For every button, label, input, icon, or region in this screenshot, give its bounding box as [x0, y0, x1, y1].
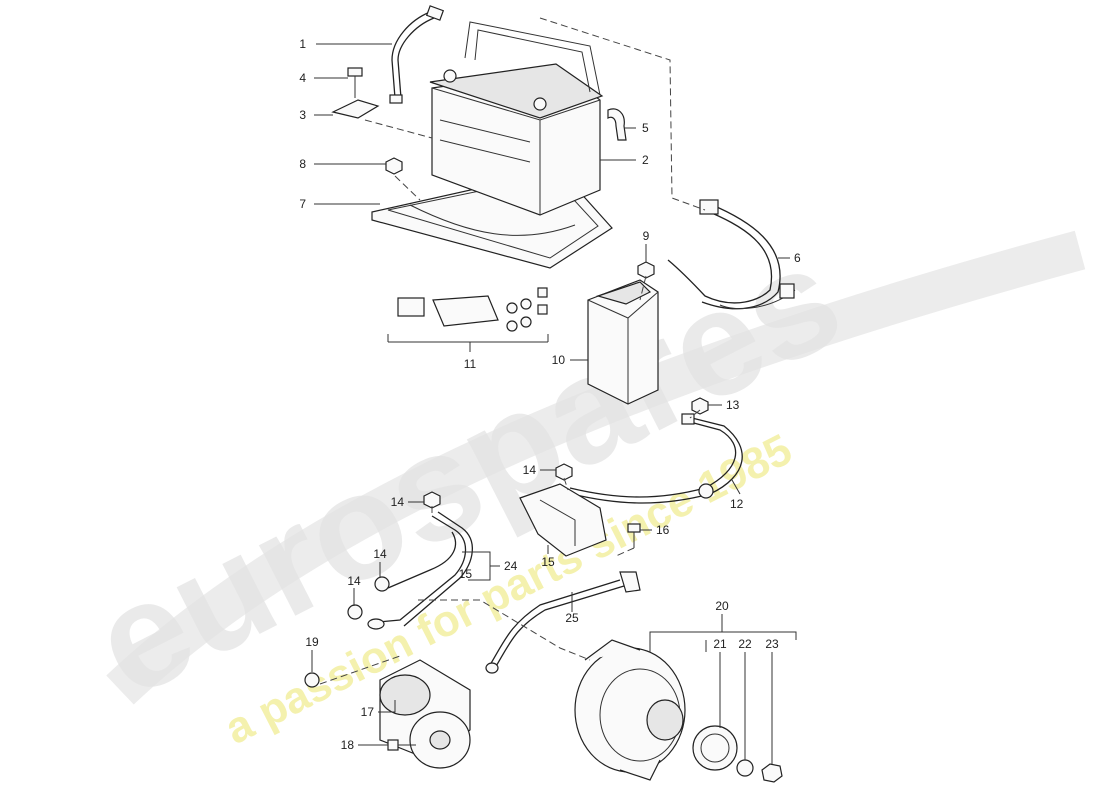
callout-8: 8 [299, 157, 306, 171]
callout-labels: 1 2 3 4 5 6 7 8 9 10 11 12 13 14 14 14 1… [299, 37, 801, 752]
bolt-4 [347, 67, 363, 98]
callout-2: 2 [642, 153, 649, 167]
battery-cable-1 [389, 5, 445, 104]
callout-21: 21 [713, 637, 727, 651]
callout-11: 11 [464, 357, 477, 371]
nut-8 [385, 157, 403, 175]
callout-14d: 14 [347, 574, 361, 588]
nut-13 [691, 397, 709, 415]
nut-14a [555, 463, 573, 481]
nut-19 [304, 672, 320, 688]
watermark: eurospares a passion for parts since 198… [68, 212, 1086, 754]
nut-23 [761, 763, 783, 783]
battery [429, 21, 604, 216]
battery-cable-6 [667, 199, 796, 310]
control-unit-10 [587, 279, 659, 405]
vent-elbow-5 [607, 108, 627, 141]
callout-9: 9 [643, 229, 650, 243]
callout-16: 16 [656, 523, 670, 537]
nut-14b [423, 491, 441, 509]
callout-20: 20 [715, 599, 729, 613]
callout-5: 5 [642, 121, 649, 135]
callout-4: 4 [299, 71, 306, 85]
callout-25: 25 [565, 611, 579, 625]
callout-23: 23 [765, 637, 779, 651]
callout-10: 10 [552, 353, 566, 367]
nut-9 [637, 261, 655, 279]
callout-15b: 15 [459, 567, 473, 581]
callout-24: 24 [504, 559, 518, 573]
alternator-20 [574, 639, 686, 781]
callout-18: 18 [341, 738, 355, 752]
callout-3: 3 [299, 108, 306, 122]
nut-14d [347, 604, 363, 620]
callout-17: 17 [361, 705, 375, 719]
cable-12 [569, 413, 743, 504]
callout-6: 6 [794, 251, 801, 265]
nut-14c [374, 576, 390, 592]
starter-17 [379, 659, 471, 769]
callout-7: 7 [299, 197, 306, 211]
kit-11 [397, 287, 548, 332]
leader-lines [311, 43, 797, 764]
bracket-15 [519, 483, 607, 557]
callout-15a: 15 [541, 555, 555, 569]
cable-25 [485, 571, 641, 674]
bracket-3 [331, 99, 380, 119]
callout-1: 1 [299, 37, 306, 51]
callout-14a: 14 [523, 463, 537, 477]
callout-19: 19 [305, 635, 319, 649]
callout-22: 22 [738, 637, 752, 651]
pulley-21 [692, 725, 738, 771]
callout-14b: 14 [391, 495, 405, 509]
callout-12: 12 [730, 497, 744, 511]
washer-22 [736, 759, 754, 777]
reference-lines [319, 17, 706, 685]
callout-13: 13 [726, 398, 740, 412]
callout-14c: 14 [373, 547, 387, 561]
watermark-swoosh [106, 230, 1086, 705]
bolt-16 [627, 523, 641, 548]
